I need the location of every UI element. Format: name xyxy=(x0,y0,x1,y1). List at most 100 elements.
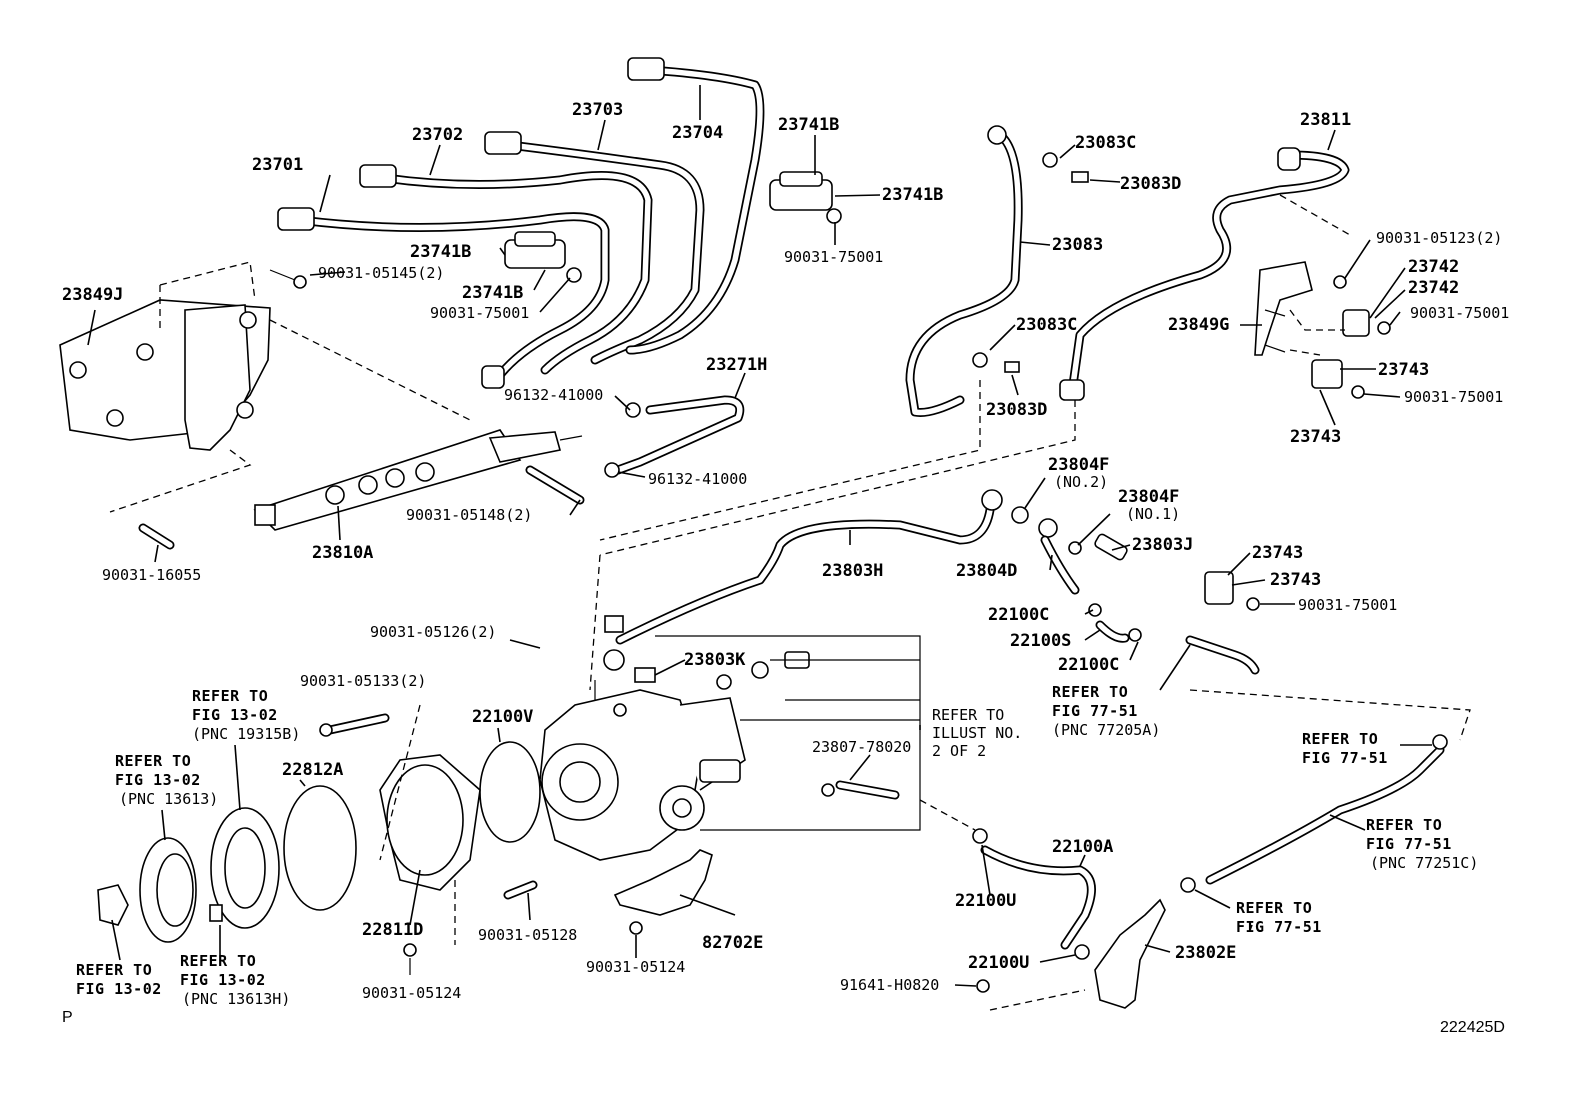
refer-box-outline xyxy=(655,635,921,831)
label-91641: 91641-H0820 xyxy=(840,976,939,994)
label-90031-75001-e: 90031-75001 xyxy=(1298,596,1397,614)
label-23702: 23702 xyxy=(412,125,463,145)
hose-22100a xyxy=(972,828,1096,960)
supply-pump-assembly xyxy=(539,615,810,861)
label-90031-75001-a: 90031-75001 xyxy=(784,248,883,266)
svg-text:FIG 13-02: FIG 13-02 xyxy=(115,771,201,789)
label-90031-16055: 90031-16055 xyxy=(102,566,201,584)
common-rail-23810a xyxy=(253,429,585,531)
leak-pipe-23811 xyxy=(599,147,1351,556)
label-23810a: 23810A xyxy=(312,543,373,563)
footer-left-mark: P xyxy=(62,1009,73,1026)
hose-fig7751 xyxy=(919,734,1448,893)
label-23802e: 23802E xyxy=(1175,943,1236,963)
label-23743-2: 23743 xyxy=(1290,427,1341,447)
svg-text:REFER TO: REFER TO xyxy=(192,687,268,705)
svg-text:(PNC 13613H): (PNC 13613H) xyxy=(182,990,290,1008)
label-90031-05124-b: 90031-05124 xyxy=(362,984,461,1002)
label-23083d-2: 23083D xyxy=(986,400,1047,420)
o-ring-22812a xyxy=(283,785,357,911)
svg-text:FIG 13-02: FIG 13-02 xyxy=(180,971,266,989)
bracket-23849g xyxy=(1254,261,1391,399)
label-96132-a: 96132-41000 xyxy=(504,386,603,404)
label-23804d: 23804D xyxy=(956,561,1017,581)
svg-text:FIG 77-51: FIG 77-51 xyxy=(1366,835,1452,853)
label-23807: 23807-78020 xyxy=(812,738,911,756)
label-23741b-1: 23741B xyxy=(778,115,839,135)
label-23083: 23083 xyxy=(1052,235,1103,255)
refer-fig-13-02-bottom-left: REFER TO FIG 13-02 xyxy=(76,961,162,998)
svg-text:REFER TO: REFER TO xyxy=(1366,816,1442,834)
leak-pipe-23083 xyxy=(599,125,1089,541)
label-90031-05123: 90031-05123(2) xyxy=(1376,229,1502,247)
hose-23271h xyxy=(604,395,745,478)
svg-text:REFER TO: REFER TO xyxy=(180,952,256,970)
label-22100c-1: 22100C xyxy=(988,605,1049,625)
refer-fig-77-51-pnc-77205a: REFER TO FIG 77-51 (PNC 77205A) xyxy=(1052,683,1160,739)
label-22100u-2: 22100U xyxy=(968,953,1029,973)
label-90031-05128: 90031-05128 xyxy=(478,926,577,944)
svg-text:FIG 13-02: FIG 13-02 xyxy=(192,706,278,724)
label-22100c-2: 22100C xyxy=(1058,655,1119,675)
label-23083c-2: 23083C xyxy=(1016,315,1077,335)
svg-text:2 OF 2: 2 OF 2 xyxy=(932,742,986,760)
label-23804f-1-note: (NO.2) xyxy=(1054,473,1108,491)
refer-fig-13-02-pnc-13613h: REFER TO FIG 13-02 (PNC 13613H) xyxy=(180,952,290,1008)
label-23804f-2: 23804F xyxy=(1118,487,1179,507)
label-23804f-2-note: (NO.1) xyxy=(1126,505,1180,523)
label-23743-3: 23743 xyxy=(1252,543,1303,563)
bolts-lower xyxy=(403,880,538,975)
part-number-labels: 23701 23702 23703 23704 23741B 23741B 23… xyxy=(62,100,1509,1002)
gears xyxy=(97,807,280,943)
label-23741b-4: 23741B xyxy=(462,283,523,303)
svg-text:REFER TO: REFER TO xyxy=(1052,683,1128,701)
label-96132-b: 96132-41000 xyxy=(648,470,747,488)
label-23803h: 23803H xyxy=(822,561,883,581)
label-90031-75001-d: 90031-75001 xyxy=(1404,388,1503,406)
refer-notes: REFER TO ILLUST NO. 2 OF 2 REFER TO FIG … xyxy=(76,683,1478,1008)
bracket-23849j xyxy=(59,261,471,513)
svg-text:FIG 77-51: FIG 77-51 xyxy=(1236,918,1322,936)
label-23743-1: 23743 xyxy=(1378,360,1429,380)
svg-text:REFER TO: REFER TO xyxy=(76,961,152,979)
svg-text:FIG 13-02: FIG 13-02 xyxy=(76,980,162,998)
label-23803k: 23803K xyxy=(684,650,746,670)
label-23849j: 23849J xyxy=(62,285,123,305)
label-22100u-1: 22100U xyxy=(955,891,1016,911)
refer-fig-13-02-pnc-19315b: REFER TO FIG 13-02 (PNC 19315B) xyxy=(192,687,300,743)
label-23742-1: 23742 xyxy=(1408,257,1459,277)
label-22100v: 22100V xyxy=(472,707,533,727)
hose-23807 xyxy=(821,780,900,800)
svg-text:REFER TO: REFER TO xyxy=(1302,730,1378,748)
label-23703: 23703 xyxy=(572,100,623,120)
label-23083d-1: 23083D xyxy=(1120,174,1181,194)
label-23701: 23701 xyxy=(252,155,303,175)
svg-text:FIG 77-51: FIG 77-51 xyxy=(1052,702,1138,720)
label-23803j: 23803J xyxy=(1132,535,1193,555)
svg-text:REFER TO: REFER TO xyxy=(932,706,1004,724)
label-23743-4: 23743 xyxy=(1270,570,1321,590)
label-22811d: 22811D xyxy=(362,920,423,940)
refer-fig-77-51-pnc-77251c: REFER TO FIG 77-51 (PNC 77251C) xyxy=(1366,816,1478,872)
label-23271h: 23271H xyxy=(706,355,767,375)
label-90031-05148: 90031-05148(2) xyxy=(406,506,532,524)
injection-pipes xyxy=(277,57,765,389)
feed-tube-23803h xyxy=(589,489,1128,691)
label-23804f-1: 23804F xyxy=(1048,455,1109,475)
gasket-22100v xyxy=(479,741,541,843)
label-90031-05133: 90031-05133(2) xyxy=(300,672,426,690)
refer-fig-77-51-bottom: REFER TO FIG 77-51 xyxy=(1236,899,1322,936)
clamp-23743-right xyxy=(1204,571,1260,611)
figure-code: 222425D xyxy=(1440,1019,1505,1036)
label-22812a: 22812A xyxy=(282,760,343,780)
label-90031-05145: 90031-05145(2) xyxy=(318,264,444,282)
label-23811: 23811 xyxy=(1300,110,1351,130)
label-23083c-1: 23083C xyxy=(1075,133,1136,153)
leader-lines xyxy=(87,85,1432,987)
housing-22811d xyxy=(379,754,481,891)
svg-text:REFER TO: REFER TO xyxy=(115,752,191,770)
label-23742-2: 23742 xyxy=(1408,278,1459,298)
svg-text:(PNC 19315B): (PNC 19315B) xyxy=(192,725,300,743)
label-22100s: 22100S xyxy=(1010,631,1071,651)
pipe-clamp-23741b xyxy=(504,171,842,283)
